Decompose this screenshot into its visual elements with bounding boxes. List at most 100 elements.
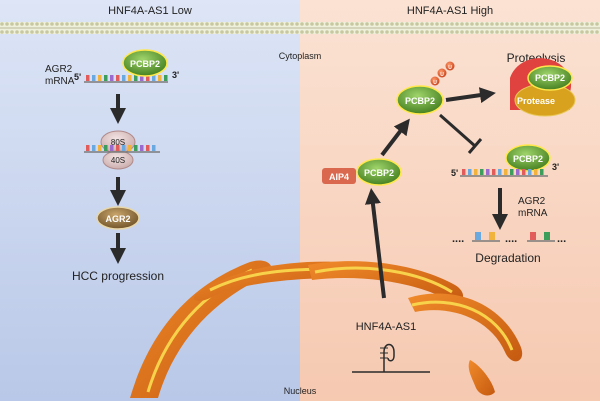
- membrane-lipid-head: [305, 30, 309, 34]
- membrane-lipid-head: [330, 22, 334, 26]
- membrane-lipid-head: [225, 30, 229, 34]
- membrane-lipid-head: [140, 22, 144, 26]
- membrane-lipid-head: [60, 22, 64, 26]
- fragment-base-c: [544, 232, 550, 240]
- fragment-base-u: [475, 232, 481, 240]
- membrane-lipid-head: [280, 22, 284, 26]
- left-five-prime-label: 5': [74, 72, 81, 82]
- membrane-lipid-head: [210, 22, 214, 26]
- membrane-lipid-head: [260, 22, 264, 26]
- membrane-lipid-head: [455, 22, 459, 26]
- ubiquitin-1-label: U: [433, 80, 437, 86]
- protease-complex: PCBP2 Protease: [510, 58, 576, 117]
- membrane-lipid-head: [400, 22, 404, 26]
- left-panel-title: HNF4A-AS1 Low: [108, 5, 192, 17]
- membrane-lipid-head: [145, 22, 149, 26]
- membrane-lipid-head: [105, 30, 109, 34]
- membrane-lipid-head: [190, 30, 194, 34]
- membrane-lipid-head: [15, 30, 19, 34]
- arrow-pcbp2-to-proteolysis: [445, 87, 496, 104]
- membrane-lipid-head: [95, 22, 99, 26]
- membrane-lipid-head: [340, 22, 344, 26]
- membrane-lipid-head: [575, 30, 579, 34]
- membrane-lipid-head: [375, 30, 379, 34]
- mrna-nucleotide: [486, 169, 490, 175]
- membrane-lipid-head: [440, 22, 444, 26]
- membrane-lipid-head: [355, 30, 359, 34]
- mrna-nucleotide: [122, 75, 126, 81]
- membrane-lipid-head: [220, 22, 224, 26]
- hcc-progression-label: HCC progression: [72, 269, 164, 283]
- membrane-lipid-head: [50, 22, 54, 26]
- membrane-lipid-head: [460, 30, 464, 34]
- membrane-lipid-head: [310, 22, 314, 26]
- membrane-lipid-head: [550, 22, 554, 26]
- membrane-lipid-head: [565, 22, 569, 26]
- mrna-nucleotide: [116, 75, 120, 81]
- membrane-lipid-head: [130, 22, 134, 26]
- membrane-lipid-head: [125, 22, 129, 26]
- membrane-lipid-head: [70, 22, 74, 26]
- membrane-lipid-head: [355, 22, 359, 26]
- membrane-lipid-head: [265, 22, 269, 26]
- membrane-lipid-head: [240, 22, 244, 26]
- membrane-lipid-head: [270, 30, 274, 34]
- membrane-lipid-head: [555, 22, 559, 26]
- membrane-lipid-head: [545, 22, 549, 26]
- membrane-lipid-head: [340, 30, 344, 34]
- fragment-base-g: [489, 232, 495, 240]
- membrane-lipid-head: [55, 30, 59, 34]
- left-mrna-group: AGR2 mRNA 5' 3': [45, 64, 179, 87]
- membrane-lipid-head: [70, 30, 74, 34]
- ribosome-80s-label: 80S: [111, 138, 125, 147]
- membrane-lipid-head: [150, 22, 154, 26]
- membrane-lipid-head: [375, 22, 379, 26]
- membrane-lipid-head: [215, 22, 219, 26]
- mrna-nucleotide: [128, 145, 132, 151]
- membrane-lipid-head: [330, 30, 334, 34]
- membrane-lipid-head: [30, 22, 34, 26]
- membrane-lipid-head: [515, 22, 519, 26]
- membrane-lipid-head: [265, 30, 269, 34]
- membrane-lipid-head: [10, 30, 14, 34]
- membrane-lipid-head: [360, 22, 364, 26]
- membrane-lipid-head: [395, 30, 399, 34]
- membrane-lipid-head: [385, 22, 389, 26]
- membrane-lipid-head: [75, 30, 79, 34]
- nucleus-label: Nucleus: [284, 386, 317, 396]
- mrna-nucleotide: [122, 145, 126, 151]
- membrane-lipid-head: [515, 30, 519, 34]
- membrane-lipid-head: [335, 22, 339, 26]
- right-mrna-label-agr2: AGR2: [518, 196, 546, 207]
- membrane-lipid-head: [320, 30, 324, 34]
- ubiquitin-3-label: U: [448, 65, 452, 71]
- membrane-lipid-head: [380, 30, 384, 34]
- membrane-lipid-head: [575, 22, 579, 26]
- membrane-lipid-head: [35, 22, 39, 26]
- membrane-lipid-head: [180, 22, 184, 26]
- degradation-label: Degradation: [475, 251, 540, 265]
- membrane-lipid-head: [545, 30, 549, 34]
- membrane-lipid-head: [335, 30, 339, 34]
- membrane-lipid-head: [65, 22, 69, 26]
- membrane-lipid-head: [25, 30, 29, 34]
- membrane-lipid-head: [15, 22, 19, 26]
- inhibition-line: [439, 113, 476, 148]
- membrane-lipid-head: [160, 22, 164, 26]
- mrna-nucleotide: [510, 169, 514, 175]
- membrane-lipid-head: [420, 22, 424, 26]
- mrna-nucleotide: [468, 169, 472, 175]
- membrane-lipid-head: [195, 22, 199, 26]
- ribosome-40s-label: 40S: [111, 156, 125, 165]
- membrane-lipid-head: [365, 30, 369, 34]
- membrane-lipid-head: [405, 22, 409, 26]
- membrane-lipid-head: [470, 30, 474, 34]
- left-three-prime-label: 3': [172, 70, 179, 80]
- right-three-prime-label: 3': [552, 162, 559, 172]
- mrna-nucleotide: [534, 169, 538, 175]
- membrane-lipid-head: [100, 30, 104, 34]
- membrane-lipid-head: [305, 22, 309, 26]
- membrane-lipid-head: [220, 30, 224, 34]
- membrane-lipid-head: [40, 22, 44, 26]
- membrane-lipid-head: [280, 30, 284, 34]
